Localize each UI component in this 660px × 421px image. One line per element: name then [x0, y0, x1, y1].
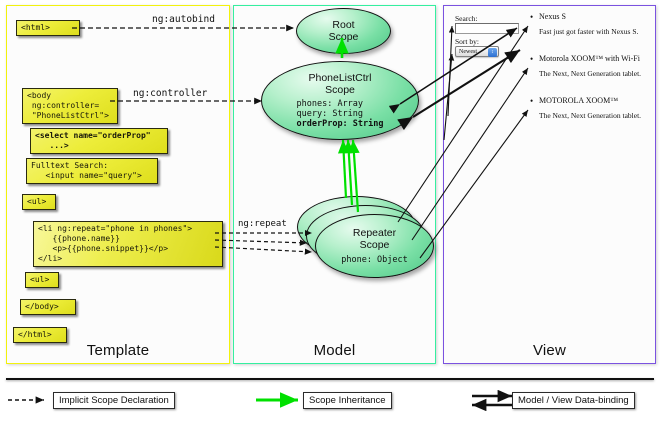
connector-label-ng-controller: ng:controller	[133, 88, 208, 99]
code-box-html-open-tag[interactable]: <html>	[16, 20, 80, 36]
panel-view-label: View	[532, 342, 567, 359]
view-phone-name-0: Nexus S	[530, 12, 651, 22]
panel-model: Model	[233, 5, 436, 364]
view-phone-item-1[interactable]: Motorola XOOM™ with Wi-Fi The Next, Next…	[530, 54, 654, 79]
view-phone-snippet-0: Fast just got faster with Nexus S.	[539, 27, 639, 36]
connector-label-ng-autobind: ng:autobind	[152, 14, 215, 25]
view-phone-name-2: MOTOROLA XOOM™	[530, 96, 654, 106]
legend-scope-inheritance: Scope Inheritance	[303, 392, 392, 409]
scope-repeater-title-line2: Scope	[359, 239, 390, 251]
code-box-fulltext-search-input[interactable]: Fulltext Search: <input name="query">	[26, 158, 158, 184]
panel-model-label: Model	[313, 342, 356, 359]
code-box-body-close-tag[interactable]: </body>	[20, 299, 76, 315]
scope-repeater-props: phone: Object	[341, 255, 408, 265]
scope-root-title-line1: Root	[332, 19, 355, 31]
view-phone-name-1: Motorola XOOM™ with Wi-Fi	[530, 54, 654, 64]
code-box-body-controller-tag[interactable]: <body ng:controller= "PhoneListCtrl">	[22, 88, 118, 124]
scope-prop-query: query: String	[296, 109, 364, 119]
scope-prop-orderprop: orderProp: String	[296, 119, 384, 129]
code-box-li-ngrepeat-block[interactable]: <li ng:repeat="phone in phones"> {{phone…	[33, 221, 223, 267]
view-search-input[interactable]	[455, 23, 519, 34]
scope-prop-phone: phone: Object	[341, 255, 408, 265]
legend-implicit-scope-declaration: Implicit Scope Declaration	[53, 392, 175, 409]
view-phone-snippet-2: The Next, Next Generation tablet.	[539, 111, 642, 120]
scope-phonelistctrl-props: phones: Array query: String orderProp: S…	[297, 99, 384, 129]
scope-repeater-title-line1: Repeater	[352, 227, 397, 239]
connector-label-ng-repeat: ng:repeat	[238, 219, 287, 229]
scope-root-title-line2: Scope	[328, 31, 359, 43]
scope-repeater[interactable]: Repeater Scope phone: Object	[315, 214, 434, 278]
code-box-ul-close-tag[interactable]: <ul>	[25, 272, 59, 288]
view-phone-item-0[interactable]: Nexus S Fast just got faster with Nexus …	[530, 12, 651, 37]
view-sort-select[interactable]: Newest ↕	[455, 46, 499, 57]
legend-glyphs	[8, 389, 512, 412]
code-box-ul-open-tag[interactable]: <ul>	[22, 194, 56, 210]
code-box-select-orderprop-tag[interactable]: <select name="orderProp" ...>	[30, 128, 168, 154]
legend-divider	[6, 378, 654, 380]
scope-root[interactable]: Root Scope	[296, 8, 391, 54]
scope-prop-phones: phones: Array	[296, 99, 364, 109]
legend-model-view-databinding: Model / View Data-binding	[512, 392, 635, 409]
chevron-updown-icon[interactable]: ↕	[488, 48, 497, 57]
code-box-html-close-tag[interactable]: </html>	[13, 327, 67, 343]
panel-template-label: Template	[86, 342, 150, 359]
view-sort-selected-value: Newest	[459, 48, 477, 55]
scope-phonelistctrl[interactable]: PhoneListCtrl Scope phones: Array query:…	[261, 61, 419, 140]
scope-phonelistctrl-title-line1: PhoneListCtrl	[308, 72, 372, 84]
view-sort-label: Sort by:	[455, 37, 479, 46]
view-search-label: Search:	[455, 14, 478, 23]
view-phone-snippet-1: The Next, Next Generation tablet.	[539, 69, 642, 78]
scope-phonelistctrl-title-line2: Scope	[325, 84, 355, 96]
view-phone-item-2[interactable]: MOTOROLA XOOM™ The Next, Next Generation…	[530, 96, 654, 121]
